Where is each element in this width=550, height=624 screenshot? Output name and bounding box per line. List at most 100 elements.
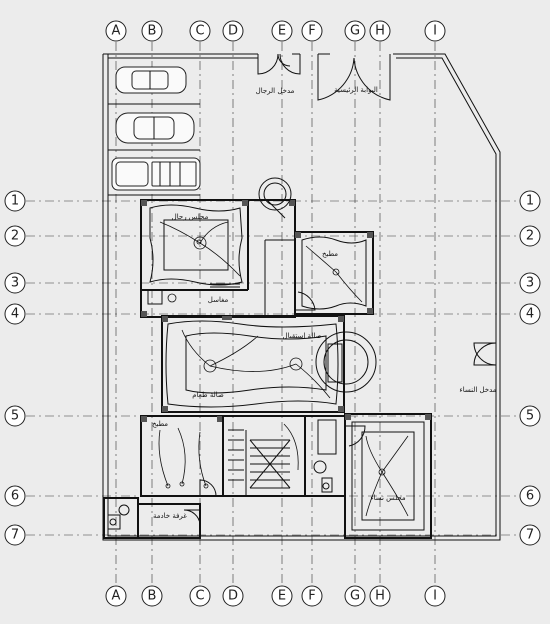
row-bubble-1-right: 1 [519, 190, 541, 212]
svg-text:F: F [308, 589, 315, 604]
car-1 [115, 66, 187, 94]
svg-text:H: H [375, 24, 385, 39]
column-bubble-g-top: G [344, 20, 366, 42]
svg-text:F: F [308, 24, 315, 39]
label-ladies-majlis: مجلس نساء [370, 494, 406, 502]
svg-text:H: H [375, 589, 385, 604]
row-bubble-7-right: 7 [519, 524, 541, 546]
svg-text:3: 3 [11, 276, 19, 291]
svg-text:6: 6 [11, 489, 19, 504]
column-bubble-c-bottom: C [189, 585, 211, 607]
svg-text:7: 7 [11, 528, 19, 543]
column-bubble-f-top: F [301, 20, 323, 42]
column-bubble-i-bottom: I [424, 585, 446, 607]
parking-lines [108, 103, 200, 196]
car-2 [115, 112, 195, 144]
car-3-pickup [111, 157, 201, 191]
column-bubble-c-top: C [189, 20, 211, 42]
column-bubble-d-bottom: D [222, 585, 244, 607]
grid-axes [26, 42, 520, 586]
svg-text:1: 1 [526, 194, 534, 209]
row-bubble-2-right: 2 [519, 225, 541, 247]
kitchen-walls [140, 415, 224, 497]
maid-room-walls [103, 497, 201, 539]
row-bubbles-right: 1 2 3 4 5 6 7 [519, 190, 541, 546]
label-dining: صالة طعام [192, 391, 224, 399]
label-men-entrance: مدخل الرجال [256, 87, 295, 95]
row-bubble-4-left: 4 [4, 303, 26, 325]
men-wash-area [147, 283, 240, 305]
svg-text:B: B [148, 24, 157, 39]
column-bubbles-bottom: A B C D E F G H I [105, 585, 446, 607]
svg-text:D: D [228, 24, 238, 39]
column-bubble-b-top: B [141, 20, 163, 42]
column-bubble-b-bottom: B [141, 585, 163, 607]
room-labels: مدخل الرجال البوابة الرئيسية مجلس رجال م… [152, 86, 497, 520]
row-bubble-3-left: 3 [4, 272, 26, 294]
column-bubble-a-top: A [105, 20, 127, 42]
men-toilet-circle [258, 177, 292, 219]
label-men-majlis: مجلس رجال [172, 213, 209, 221]
men-majlis-ceiling [149, 204, 243, 286]
ladies-bath [304, 415, 346, 497]
row-bubble-7-left: 7 [4, 524, 26, 546]
row-bubble-1-left: 1 [4, 190, 26, 212]
svg-text:G: G [350, 24, 360, 39]
row-bubble-4-right: 4 [519, 303, 541, 325]
row-bubble-2-left: 2 [4, 225, 26, 247]
hall-ceiling [165, 320, 339, 408]
svg-text:D: D [228, 589, 238, 604]
svg-text:2: 2 [526, 229, 534, 244]
svg-text:C: C [195, 24, 204, 39]
label-ladies-entrance: مدخل النساء [459, 386, 496, 394]
svg-text:G: G [350, 589, 360, 604]
row-bubble-5-left: 5 [4, 405, 26, 427]
row-bubble-6-left: 6 [4, 485, 26, 507]
svg-text:4: 4 [11, 307, 19, 322]
svg-text:E: E [278, 589, 286, 604]
main-gate-doors [317, 54, 391, 101]
svg-text:5: 5 [11, 409, 19, 424]
outer-boundary [102, 53, 501, 541]
svg-text:E: E [278, 24, 286, 39]
label-kitchen: مطبخ [152, 420, 168, 428]
pantry-walls [294, 231, 374, 315]
column-bubbles-top: A B C D E F G H I [105, 20, 446, 42]
svg-text:6: 6 [526, 489, 534, 504]
column-bubble-e-bottom: E [271, 585, 293, 607]
svg-text:1: 1 [11, 194, 19, 209]
svg-text:I: I [433, 589, 437, 604]
label-hall: صالة استقبال [283, 332, 322, 340]
ladies-entrance-door [473, 342, 497, 366]
svg-text:5: 5 [526, 409, 534, 424]
label-main-gate: البوابة الرئيسية [334, 86, 378, 94]
row-bubble-5-right: 5 [519, 405, 541, 427]
svg-text:7: 7 [526, 528, 534, 543]
men-entrance-doors [257, 53, 301, 75]
svg-text:C: C [195, 589, 204, 604]
svg-text:I: I [433, 24, 437, 39]
staircase [222, 415, 306, 497]
label-kitchen-top: مطبخ [322, 250, 338, 258]
ladies-majlis-walls [344, 413, 432, 539]
row-bubbles-left: 1 2 3 4 5 6 7 [4, 190, 26, 546]
svg-text:4: 4 [526, 307, 534, 322]
column-bubble-f-bottom: F [301, 585, 323, 607]
column-bubble-h-top: H [369, 20, 391, 42]
svg-text:A: A [112, 24, 121, 39]
column-bubble-e-top: E [271, 20, 293, 42]
column-bubble-i-top: I [424, 20, 446, 42]
svg-text:3: 3 [526, 276, 534, 291]
label-toilets: مغاسل [208, 296, 229, 304]
hall-walls [161, 315, 345, 413]
svg-text:B: B [148, 589, 157, 604]
column-bubble-d-top: D [222, 20, 244, 42]
column-bubble-g-bottom: G [344, 585, 366, 607]
row-bubble-3-right: 3 [519, 272, 541, 294]
label-maid-room: غرفة خادمة [153, 512, 187, 520]
row-bubble-6-right: 6 [519, 485, 541, 507]
svg-text:A: A [112, 589, 121, 604]
column-bubble-a-bottom: A [105, 585, 127, 607]
column-bubble-h-bottom: H [369, 585, 391, 607]
